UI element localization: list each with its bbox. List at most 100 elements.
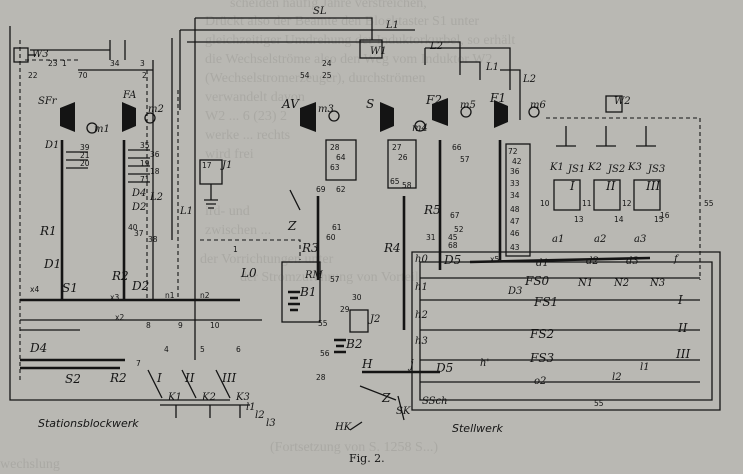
label-D5-lower: D5 — [435, 361, 453, 375]
label-K1-right: K1 — [549, 162, 564, 173]
label-n2: n2 — [200, 291, 210, 300]
label-W2: W2 — [614, 96, 631, 107]
label-l1: l1 — [246, 402, 256, 413]
label-o2: o2 — [534, 376, 546, 387]
label-m3: m3 — [318, 104, 334, 115]
label-III: III — [221, 371, 236, 385]
label-III-track: III — [675, 347, 690, 361]
terminal-37: 37 — [134, 229, 144, 238]
label-J2: J2 — [368, 314, 380, 325]
left-contacts: 39 21 20 35 36 19 18 71 D4 L2 L1 40 38 3… — [66, 141, 193, 244]
label-SL: SL — [313, 6, 327, 17]
label-L0: L0 — [240, 266, 257, 280]
terminal-4: 4 — [164, 345, 169, 354]
label-K2: K2 — [201, 392, 216, 403]
terminal-69: 69 — [316, 185, 326, 194]
terminal-19: 19 — [140, 159, 150, 168]
label-h2: h2 — [415, 310, 428, 321]
label-D3: D3 — [507, 286, 522, 297]
label-JS1: JS1 — [566, 164, 585, 175]
label-L2-left: L2 — [149, 192, 163, 203]
label-S2: S2 — [65, 372, 81, 386]
terminal-24: 24 — [322, 59, 332, 68]
terminal-22: 22 — [28, 71, 38, 80]
terminal-14: 14 — [614, 215, 624, 224]
label-m5: m5 — [460, 100, 476, 111]
label-L2-right: L2 — [522, 74, 536, 85]
label-D2-rod: D2 — [131, 202, 146, 213]
terminal-33: 33 — [510, 179, 520, 188]
label-N2: N2 — [613, 278, 629, 289]
label-m4: m4 — [412, 123, 428, 134]
label-R2: R2 — [111, 269, 129, 283]
label-D2: D2 — [131, 279, 149, 293]
terminal-34: 34 — [110, 59, 120, 68]
terminal-66: 66 — [452, 143, 462, 152]
label-h0: h0 — [415, 254, 428, 265]
terminal-17: 17 — [202, 161, 212, 170]
label-FA: FA — [122, 90, 136, 101]
terminal-1: 1 — [62, 59, 67, 68]
terminal-16: 16 — [660, 211, 670, 220]
label-l3: l3 — [266, 418, 276, 429]
label-L2: L2 — [429, 41, 443, 52]
label-l2-right: l2 — [612, 372, 622, 383]
label-m6: m6 — [530, 100, 546, 111]
terminal-55: 55 — [318, 319, 328, 328]
caption-station-block: Stationsblockwerk — [38, 417, 139, 430]
terminal-23: 23 — [48, 59, 58, 68]
terminal-71: 71 — [140, 175, 150, 184]
terminal-61: 61 — [332, 223, 342, 232]
label-d1: d1 — [536, 258, 549, 269]
label-Z: Z — [287, 219, 297, 233]
label-JS2: JS2 — [606, 164, 625, 175]
label-h1: h1 — [415, 282, 428, 293]
label-d2: d2 — [586, 256, 599, 267]
terminal-6: 6 — [236, 345, 241, 354]
label-h3: h3 — [415, 336, 428, 347]
terminal-57: 57 — [330, 275, 340, 284]
label-R5: R5 — [423, 203, 441, 217]
label-AV: AV — [281, 97, 300, 111]
terminal-34b: 34 — [510, 191, 520, 200]
label-I-right: I — [569, 179, 575, 193]
terminal-45: 45 — [448, 233, 458, 242]
label-m1: m1 — [94, 124, 110, 135]
signal-box: W1 24 25 54 AV S m3 m4 28 64 63 69 62 27… — [281, 39, 721, 433]
terminal-40: 40 — [128, 223, 138, 232]
label-F2: F2 — [425, 93, 442, 107]
terminal-11: 11 — [582, 199, 592, 208]
label-J1: J1 — [220, 160, 232, 171]
terminal-29: 29 — [340, 305, 350, 314]
label-l2: l2 — [255, 410, 265, 421]
terminal-43: 43 — [510, 243, 520, 252]
label-m2: m2 — [148, 104, 164, 115]
label-II: II — [184, 371, 195, 385]
terminal-28b: 28 — [316, 373, 326, 382]
terminal-52: 52 — [454, 225, 464, 234]
terminal-54: 54 — [300, 71, 310, 80]
terminal-56: 56 — [320, 349, 330, 358]
terminal-67: 67 — [450, 211, 460, 220]
label-N1: N1 — [577, 278, 593, 289]
terminal-42: 42 — [512, 157, 522, 166]
label-B1: B1 — [299, 285, 316, 299]
label-L1: L1 — [385, 20, 399, 31]
label-K2-right: K2 — [587, 162, 602, 173]
terminal-65: 65 — [390, 177, 400, 186]
label-x2: x2 — [115, 313, 124, 322]
label-I: I — [156, 371, 162, 385]
terminal-48: 48 — [510, 205, 520, 214]
terminal-38: 38 — [148, 235, 158, 244]
label-R2-lower: R2 — [109, 371, 127, 385]
label-RM: RM — [304, 270, 324, 281]
label-R3: R3 — [301, 241, 319, 255]
terminal-10b: 10 — [540, 199, 550, 208]
terminal-68: 68 — [448, 241, 458, 250]
terminal-72: 72 — [508, 147, 518, 156]
terminal-3: 3 — [140, 59, 145, 68]
label-x3: x3 — [110, 293, 119, 302]
label-SSch: SSch — [422, 396, 448, 407]
